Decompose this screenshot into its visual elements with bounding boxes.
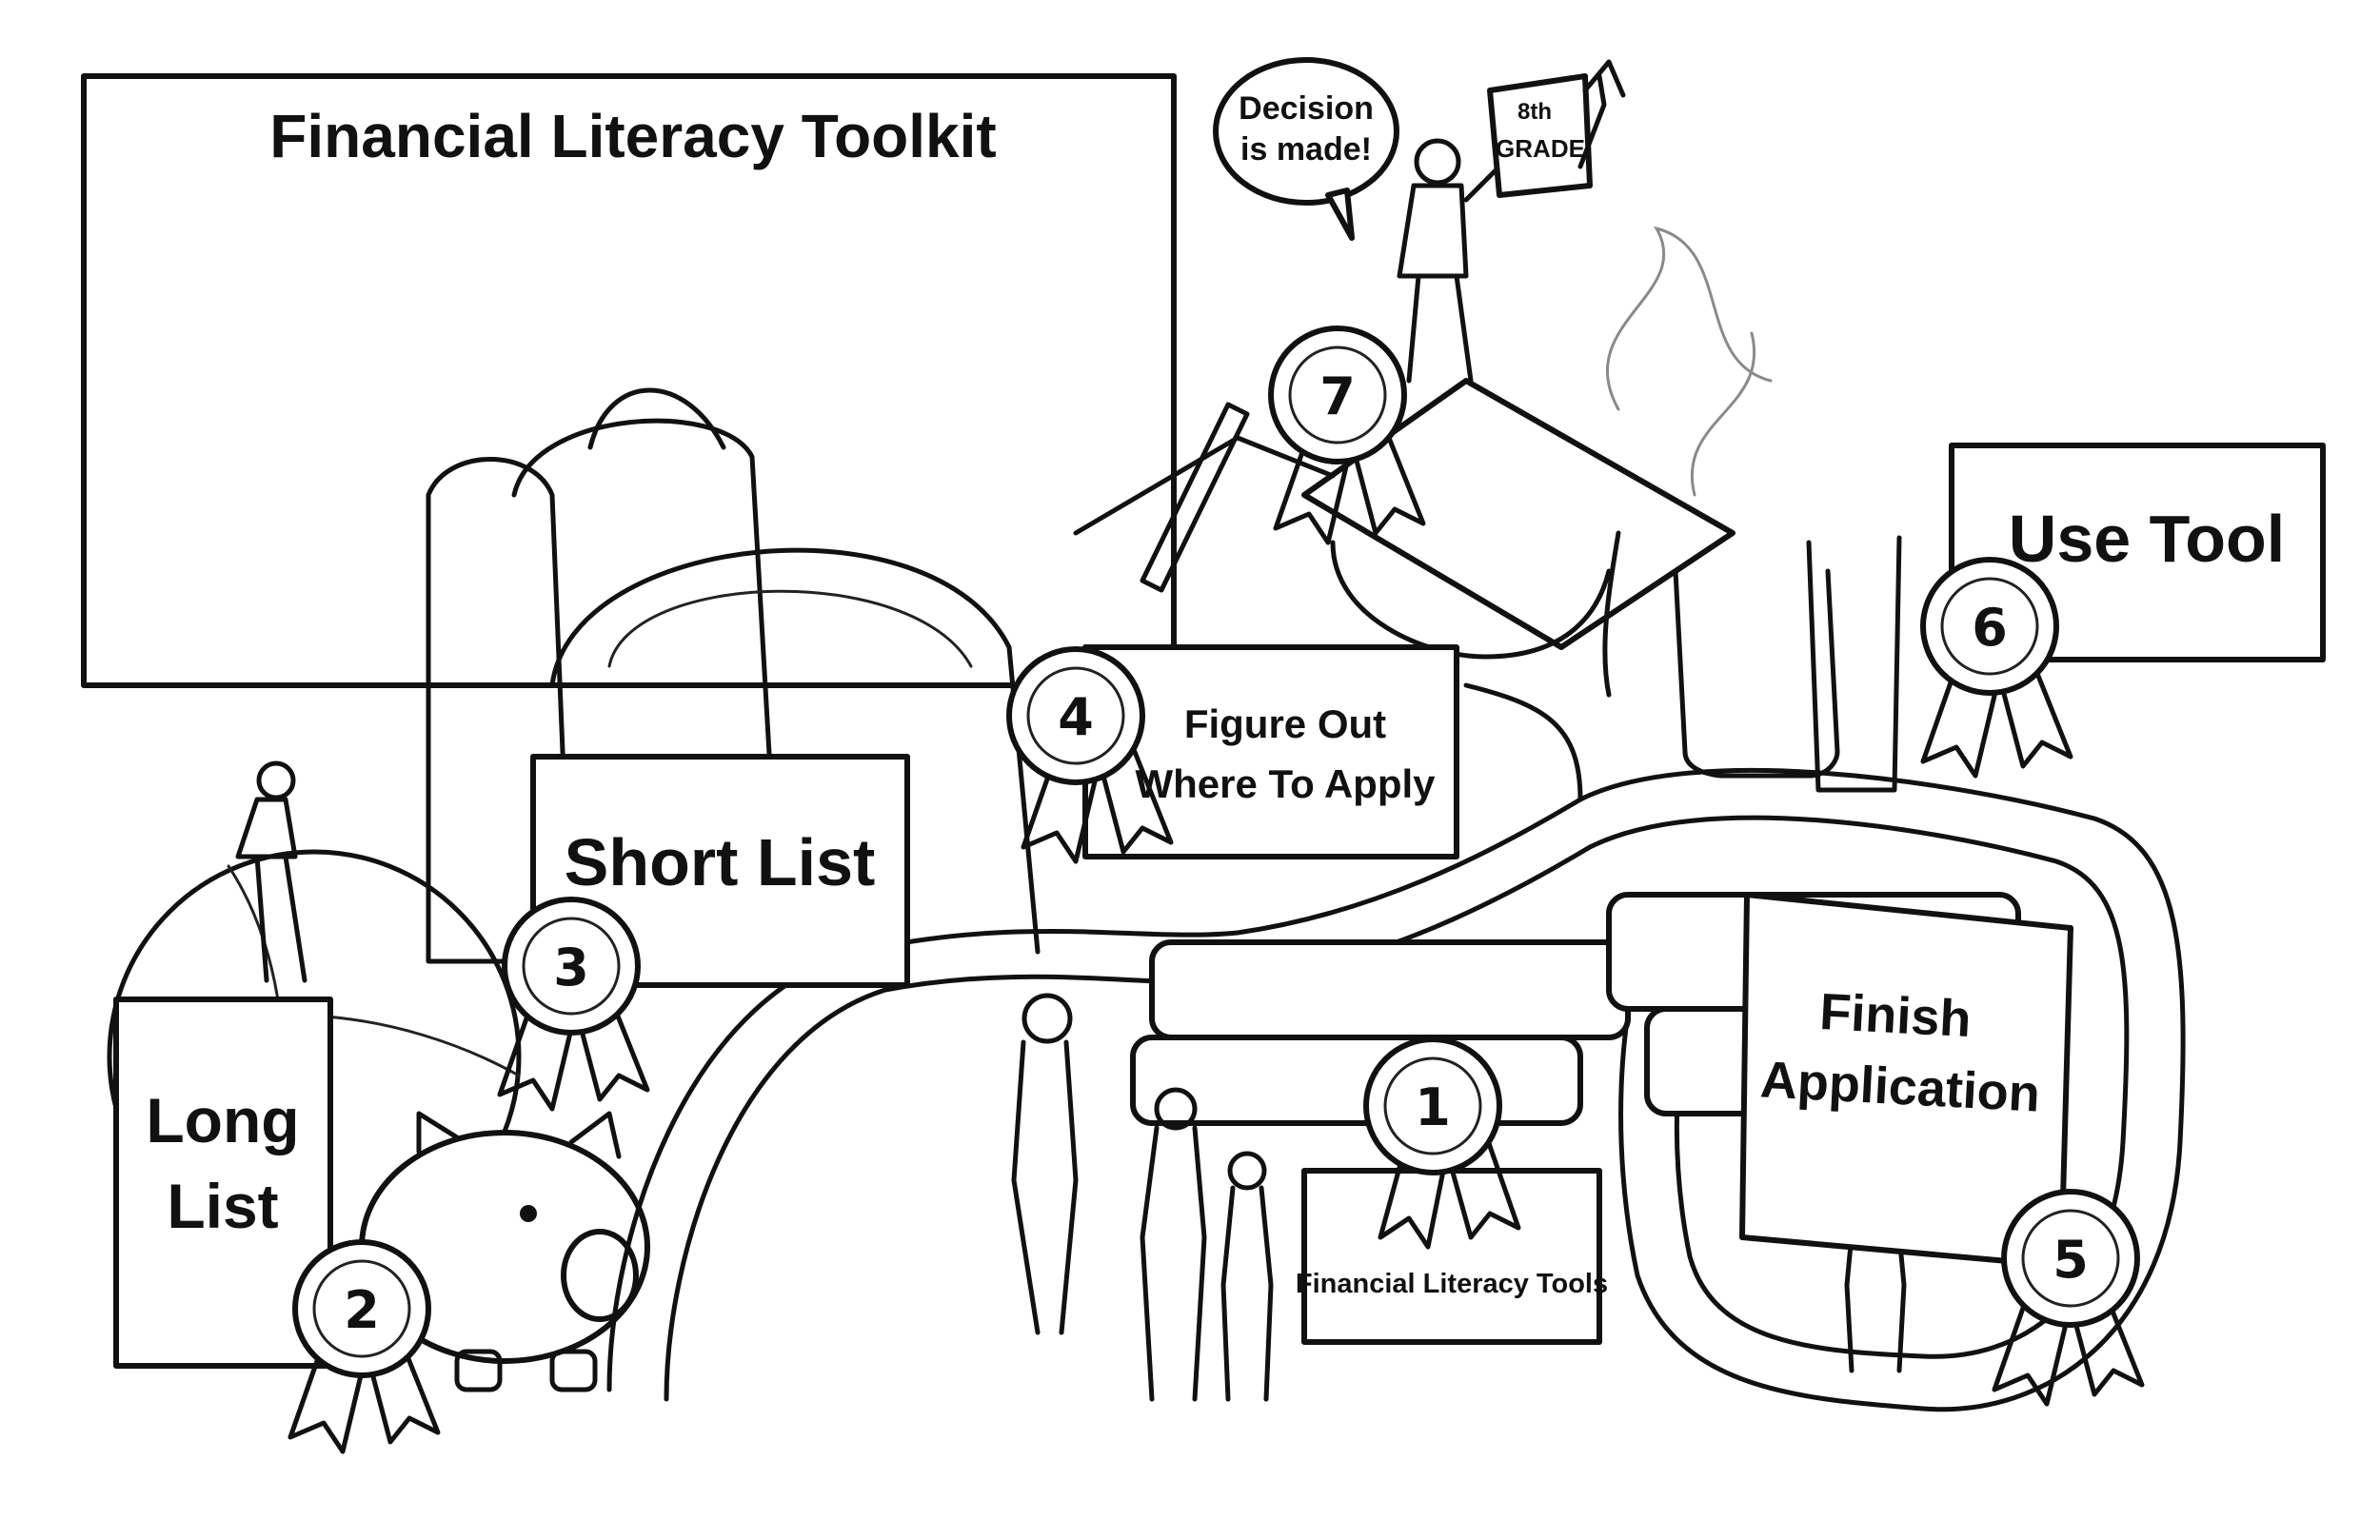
page-title: Financial Literacy Toolkit <box>269 102 996 170</box>
piggy-bank-illustration <box>359 1111 650 1392</box>
award-3-number: 3 <box>553 938 589 997</box>
short-list-label: Short List <box>565 825 876 899</box>
figure-out-line-2: Where To Apply <box>1136 761 1437 806</box>
backpack-illustration <box>426 387 1041 964</box>
person-on-cap <box>1397 138 1507 384</box>
use-tool-label: Use Tool <box>2009 502 2285 576</box>
award-4-number: 4 <box>1058 687 1094 747</box>
sign-use-tool: Use Tool <box>1949 443 2326 662</box>
award-4: 4 <box>1006 646 1174 864</box>
winding-road <box>606 682 2186 1412</box>
sign-line-1: 8th <box>1517 99 1552 125</box>
lab-glassware-illustration <box>1605 226 1902 793</box>
award-1-number: 1 <box>1415 1077 1451 1137</box>
award-5-number: 5 <box>2053 1230 2089 1290</box>
sign-financial-literacy-tools: Financial Literacy Tools <box>1296 1168 1608 1345</box>
award-7-number: 7 <box>1319 366 1356 426</box>
figure-out-line-1: Figure Out <box>1184 701 1386 746</box>
title-board: Financial Literacy Toolkit <box>81 73 1177 688</box>
grade-sign: 8th GRADE <box>1487 59 1626 198</box>
financial-literacy-tools-label: Financial Literacy Tools <box>1296 1269 1608 1299</box>
finish-application-line-1: Finish <box>1818 983 1973 1048</box>
sign-short-list: Short List <box>530 754 910 988</box>
up-arrow-icon <box>1577 59 1626 169</box>
award-5: 5 <box>1992 1189 2145 1407</box>
sign-line-2: GRADE <box>1496 134 1585 163</box>
people-group <box>1011 993 1274 1402</box>
speech-line-2: is made! <box>1240 131 1372 168</box>
sign-finish-application: Finish Application <box>1739 892 2073 1269</box>
award-6: 6 <box>1920 557 2073 779</box>
award-6-number: 6 <box>1972 598 2008 658</box>
award-3: 3 <box>497 897 650 1112</box>
pencil-illustration <box>1140 402 1250 593</box>
long-list-line-2: List <box>167 1171 278 1241</box>
award-2-number: 2 <box>344 1280 380 1340</box>
award-2: 2 <box>288 1239 441 1454</box>
person-on-ball <box>235 760 307 983</box>
award-7: 7 <box>1268 326 1426 545</box>
speech-line-1: Decision <box>1239 90 1374 127</box>
graduation-cap-illustration <box>1073 378 1735 698</box>
speech-bubble: Decision is made! <box>1213 57 1399 241</box>
long-list-line-1: Long <box>146 1085 299 1155</box>
award-1: 1 <box>1363 1037 1521 1250</box>
sign-figure-out-where-to-apply: Figure Out Where To Apply <box>1082 644 1459 859</box>
